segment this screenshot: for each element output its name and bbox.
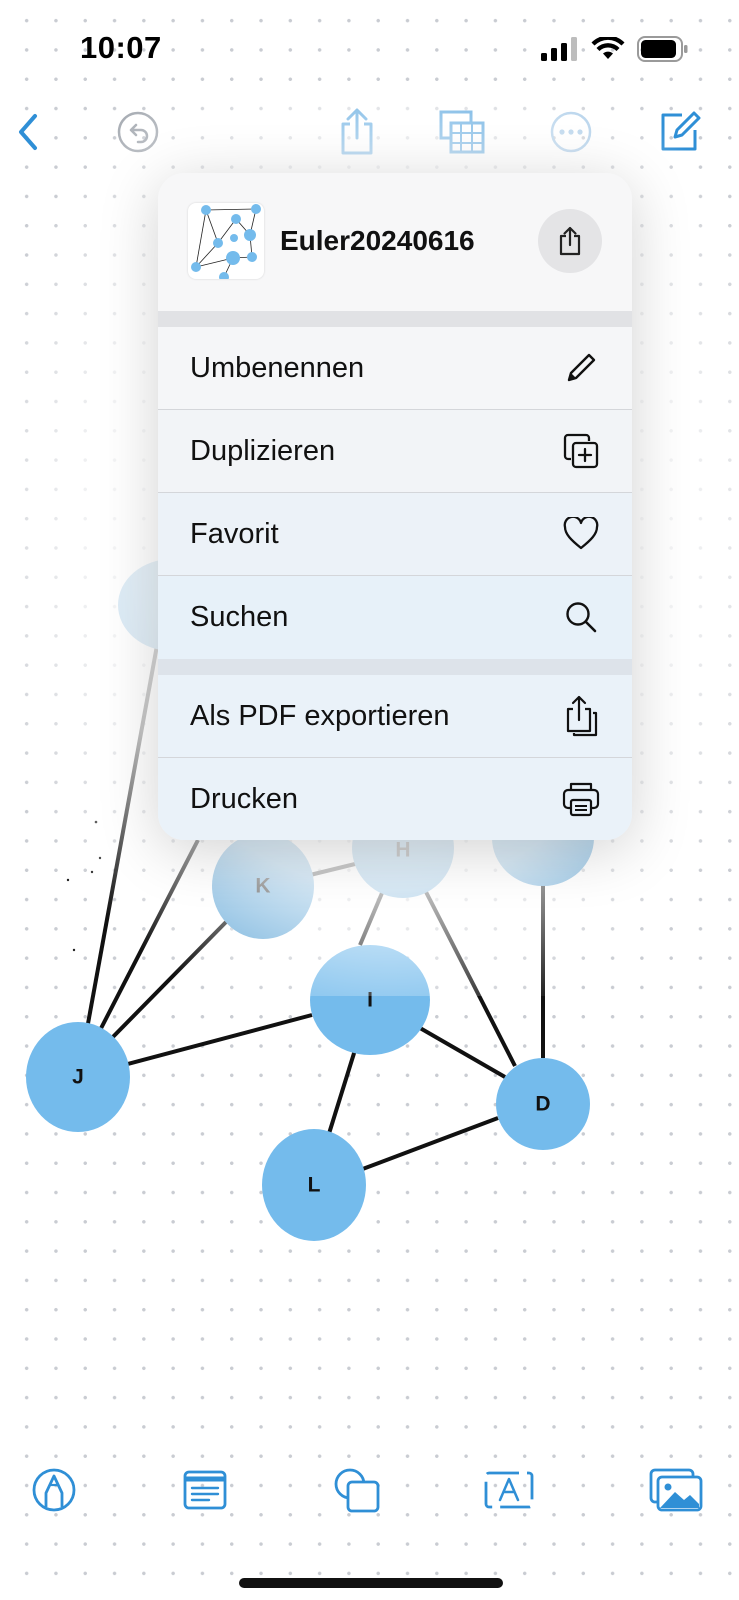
export-icon	[560, 695, 602, 737]
stray-marks	[66, 820, 102, 952]
text-box-icon	[484, 1471, 534, 1509]
text-box-button[interactable]	[474, 1455, 544, 1525]
status-bar: 10:07	[0, 0, 739, 96]
printer-icon	[560, 778, 602, 820]
edge	[119, 1013, 313, 1068]
menu-header: Euler20240616	[158, 173, 632, 311]
home-indicator	[239, 1578, 503, 1588]
shapes-icon	[334, 1468, 380, 1513]
edge	[83, 639, 160, 1041]
menu-item-label: Favorit	[190, 518, 279, 550]
divider	[158, 757, 632, 758]
edge	[358, 892, 384, 946]
menu-item-suchen[interactable]: Suchen	[158, 576, 632, 659]
svg-text:I: I	[367, 989, 373, 1012]
node-i[interactable]: I	[310, 945, 430, 1055]
node-d[interactable]: D	[496, 1058, 590, 1150]
edge	[419, 1026, 506, 1079]
duplicate-icon	[560, 430, 602, 472]
shapes-button[interactable]	[322, 1455, 392, 1525]
edge	[359, 1116, 499, 1172]
pen-tool-button[interactable]	[19, 1455, 89, 1525]
svg-text:L: L	[308, 1174, 321, 1197]
divider	[158, 492, 632, 493]
edge	[309, 862, 356, 877]
menu-item-label: Umbenennen	[190, 352, 365, 384]
node-l[interactable]: L	[262, 1129, 366, 1241]
edge	[93, 839, 200, 1041]
divider	[158, 409, 632, 410]
header-share-button[interactable]	[538, 209, 602, 273]
menu-item-drucken[interactable]: Drucken	[158, 758, 632, 840]
node-k[interactable]: K	[212, 833, 314, 939]
svg-text:H: H	[395, 839, 410, 862]
battery-icon	[637, 36, 688, 62]
menu-item-duplizieren[interactable]: Duplizieren	[158, 410, 632, 493]
menu-section-separator	[158, 659, 632, 675]
menu-item-label: Drucken	[190, 783, 298, 815]
sticky-note-icon	[183, 1470, 227, 1510]
status-time: 10:07	[80, 30, 162, 65]
document-thumbnail	[188, 203, 264, 279]
document-context-menu: Euler20240616 Umbenennen Duplizieren	[158, 173, 632, 840]
wifi-icon	[591, 37, 625, 59]
menu-item-als-pdf-exportieren[interactable]: Als PDF exportieren	[158, 675, 632, 758]
menu-section-separator	[158, 311, 632, 327]
share-icon	[559, 226, 581, 256]
pen-tool-icon	[32, 1468, 76, 1512]
status-icons	[541, 36, 689, 62]
svg-text:K: K	[255, 875, 270, 898]
heart-icon	[560, 513, 602, 555]
menu-item-label: Suchen	[190, 601, 289, 633]
menu-item-favorit[interactable]: Favorit	[158, 493, 632, 576]
sticky-note-button[interactable]	[170, 1455, 240, 1525]
node-j[interactable]: J	[26, 1022, 130, 1132]
bottom-toolbar	[0, 1455, 739, 1525]
menu-item-label: Als PDF exportieren	[190, 700, 450, 732]
cellular-signal-icon	[541, 37, 577, 61]
magnifier-icon	[560, 596, 602, 638]
media-button[interactable]	[641, 1455, 711, 1525]
pencil-icon	[560, 347, 602, 389]
svg-text:J: J	[72, 1066, 84, 1089]
svg-text:D: D	[535, 1093, 550, 1116]
divider	[158, 575, 632, 576]
menu-item-label: Duplizieren	[190, 435, 336, 467]
edge	[325, 1049, 357, 1141]
document-title: Euler20240616	[280, 225, 475, 256]
menu-item-umbenennen[interactable]: Umbenennen	[158, 327, 632, 410]
photo-library-icon	[649, 1468, 703, 1512]
